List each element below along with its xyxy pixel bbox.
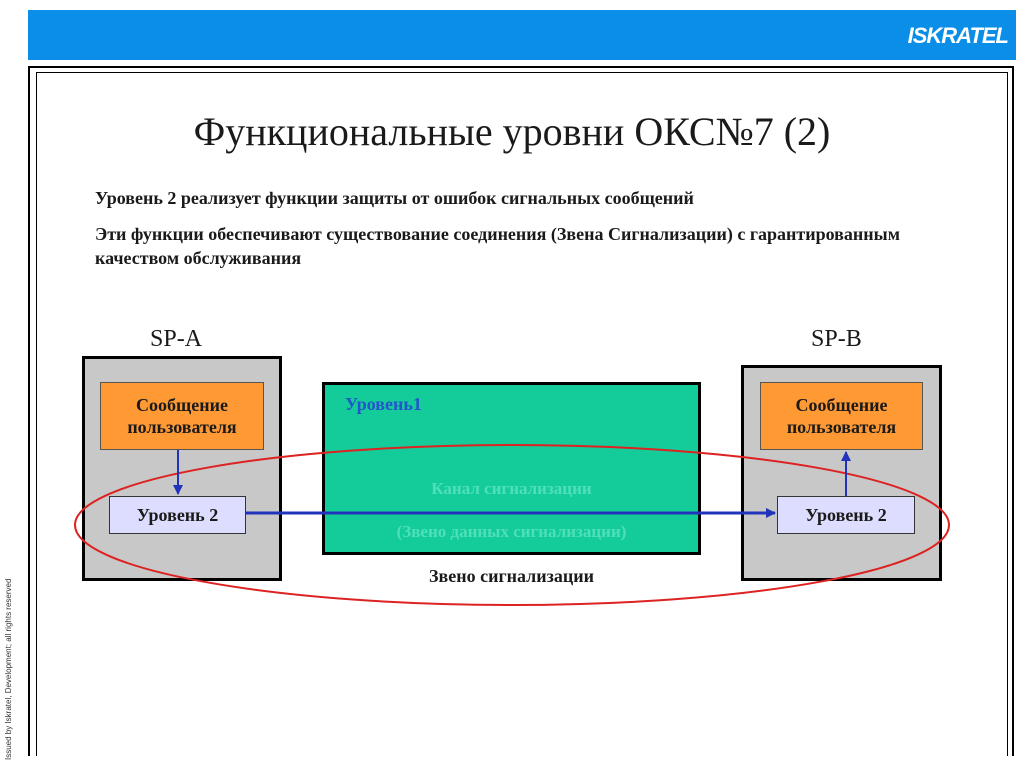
sp-a-level2-box: Уровень 2 — [109, 496, 246, 534]
signaling-link-label: Звено сигнализации — [429, 566, 594, 586]
sp-a-level2-text: Уровень 2 — [136, 504, 219, 525]
sp-b-message-text: Сообщение пользователя — [786, 395, 897, 437]
sp-b-label: SP-B — [811, 326, 862, 352]
sp-a-message-text: Сообщение пользователя — [127, 395, 237, 437]
level1-box — [322, 382, 701, 555]
channel-label: Канал сигнализации — [431, 479, 592, 498]
slide-title: Функциональные уровни ОКС№7 (2) — [193, 109, 831, 154]
slide-frame-inner — [36, 72, 1008, 756]
sp-a-label: SP-A — [150, 326, 203, 352]
data-link-label: (Звено данных сигнализации) — [396, 522, 627, 541]
slide-frame-outer — [28, 66, 1014, 756]
bullet-2: Эти функции обеспечивают существование с… — [95, 224, 900, 268]
level1-label: Уровень1 — [345, 394, 422, 414]
iskratel-logo: ISKRATEL — [907, 23, 1009, 48]
sp-b-message-box: Сообщение пользователя — [760, 382, 923, 450]
bullet-1: Уровень 2 реализует функции защиты от ош… — [95, 188, 694, 208]
signaling-link-ellipse — [74, 444, 950, 606]
sp-b-level2-text: Уровень 2 — [805, 504, 887, 525]
header-banner: ISKRATEL — [28, 10, 1016, 60]
sp-b-level2-box: Уровень 2 — [777, 496, 915, 534]
sp-a-message-box: Сообщение пользователя — [100, 382, 264, 450]
